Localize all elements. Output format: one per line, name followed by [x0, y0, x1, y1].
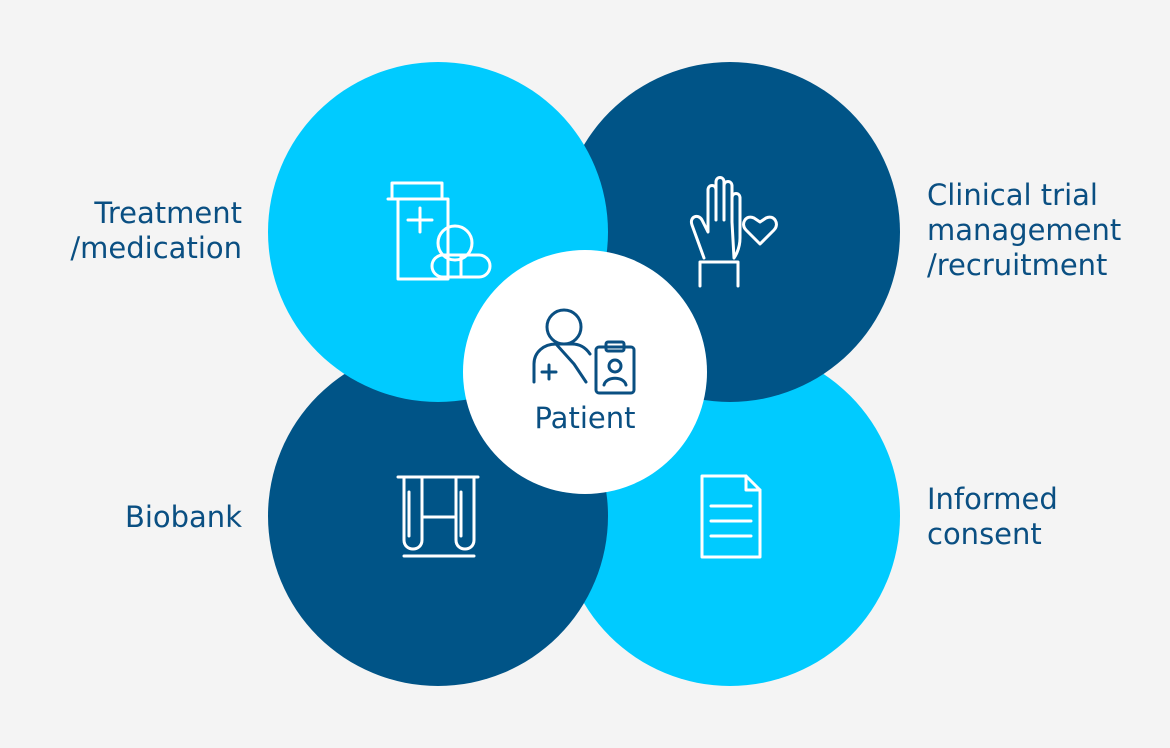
label-consent-line-2: consent	[927, 517, 1042, 551]
raised-hand-heart-icon	[689, 176, 778, 288]
label-treatment-line-2: /medication	[70, 231, 242, 265]
patient-clipboard-icon	[532, 308, 636, 395]
label-treatment: Treatment /medication	[70, 196, 242, 266]
circle-center	[463, 250, 707, 494]
test-tubes-icon	[396, 475, 480, 558]
label-clinical-line-3: /recruitment	[927, 248, 1108, 282]
label-clinical-line-2: management	[927, 213, 1122, 247]
label-clinical: Clinical trial management /recruitment	[927, 178, 1121, 283]
label-consent-line-1: Informed	[927, 482, 1058, 516]
document-icon	[700, 474, 762, 559]
center-label-patient: Patient	[534, 401, 636, 435]
label-biobank-line-1: Biobank	[124, 500, 242, 534]
label-consent: Informed consent	[927, 482, 1058, 552]
medicine-bottle-pills-icon	[386, 181, 492, 281]
label-clinical-line-1: Clinical trial	[927, 178, 1098, 212]
label-biobank: Biobank	[125, 500, 242, 535]
label-treatment-line-1: Treatment	[94, 196, 242, 230]
